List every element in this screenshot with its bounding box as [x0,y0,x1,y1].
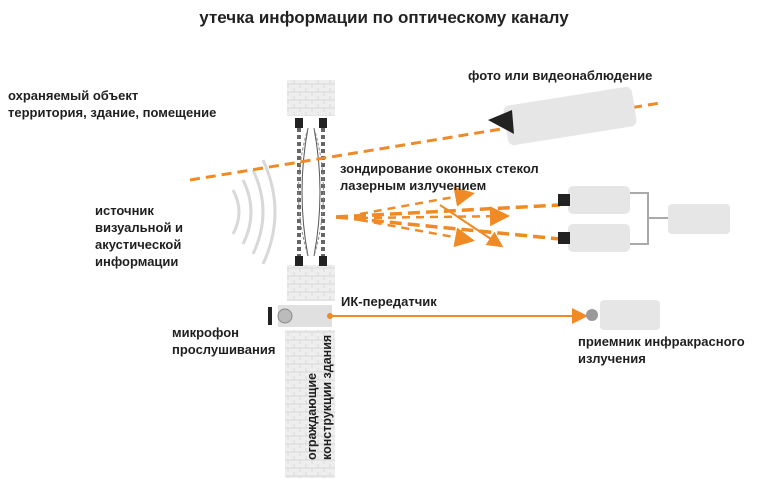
laser-probe-line-1: зондирование оконных стекол [340,161,539,176]
source-line-4: информации [95,254,179,269]
wall-top [287,80,335,116]
window-glass [295,118,327,266]
enclosing-line-2: конструкции здания [320,334,334,460]
ir-transmitter-text: ИК-передатчик [341,294,437,309]
surveillance-text: фото или видеонаблюдение [468,68,653,83]
ir-transmitter-icon [268,305,333,327]
microphone-label: микрофон прослушивания [172,324,275,358]
camera-icon [488,86,637,146]
microphone-line-2: прослушивания [172,342,276,357]
microphone-line-1: микрофон [172,325,239,340]
laser-probe-label: зондирование оконных стекол лазерным изл… [340,160,539,194]
wall-middle [287,265,335,301]
enclosing-line-1: ограждающие [305,372,319,460]
ir-receiver-line-2: излучения [578,351,646,366]
ir-receiver-label: приемник инфракрасного излучения [578,333,745,367]
ir-receiver-icon [586,300,660,330]
laser-beams [335,186,561,248]
laser-probe-line-2: лазерным излучением [340,178,487,193]
protected-object-label: охраняемый объект территория, здание, по… [8,87,216,121]
laser-transceiver-icon [558,186,730,252]
ir-receiver-line-1: приемник инфракрасного [578,334,745,349]
surveillance-label: фото или видеонаблюдение [468,67,652,84]
source-line-2: визуальной и [95,220,184,235]
source-line-1: источник [95,203,154,218]
protected-object-line-1: охраняемый объект [8,88,139,103]
protected-object-line-2: территория, здание, помещение [8,105,217,120]
source-line-3: акустической [95,237,182,252]
source-label: источник визуальной и акустической инфор… [95,202,183,270]
enclosing-structures-label: ограждающие конструкции здания [305,335,335,460]
sound-waves [231,159,277,265]
diagram-title: утечка информации по оптическому каналу [199,8,569,27]
ir-transmitter-label: ИК-передатчик [341,293,437,310]
wall-bottom [285,330,335,478]
